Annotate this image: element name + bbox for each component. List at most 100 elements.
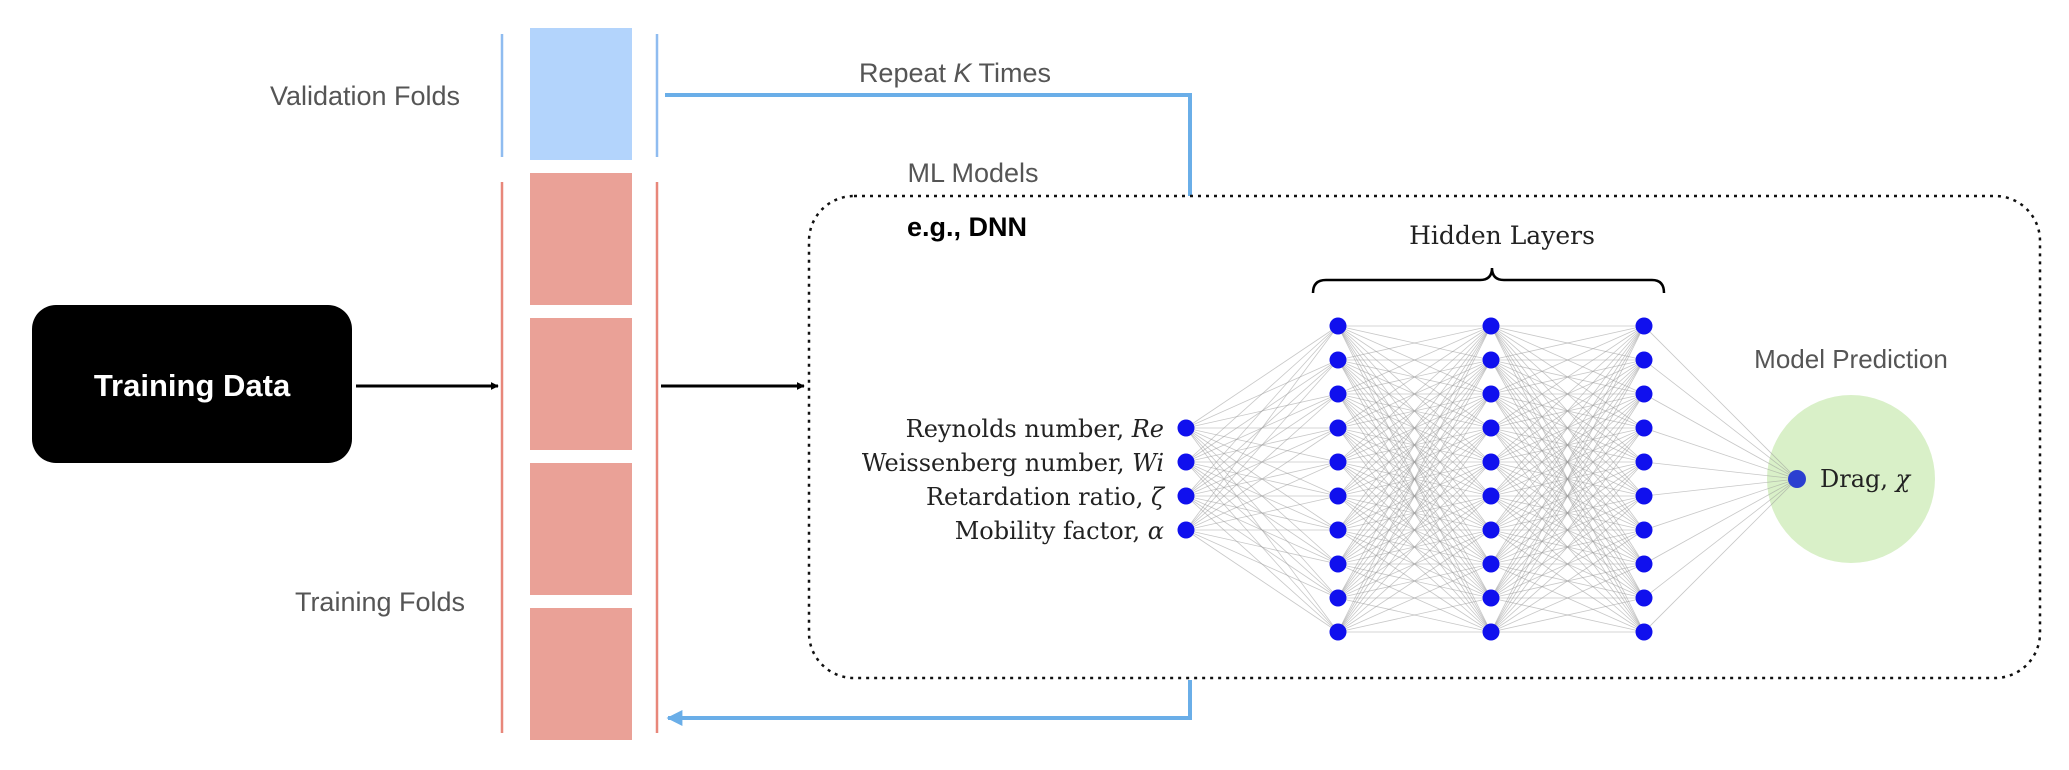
hidden-neuron <box>1329 385 1347 403</box>
network-edge <box>1490 325 1645 633</box>
network-edge <box>1185 529 1339 599</box>
network-edge <box>1337 325 1492 531</box>
output-neuron <box>1788 470 1806 488</box>
network-edge <box>1643 478 1798 565</box>
network-connections <box>1185 325 1798 633</box>
hidden-neuron <box>1635 351 1653 369</box>
hidden-neuron <box>1329 555 1347 573</box>
repeat-k: K <box>954 58 973 88</box>
network-edge <box>1490 529 1645 633</box>
network-neurons <box>1177 317 1806 641</box>
hidden-neuron <box>1329 487 1347 505</box>
repeat-loop-top <box>665 93 1192 196</box>
network-edge <box>1337 359 1492 633</box>
network-edge <box>1337 325 1492 633</box>
network-edge <box>1337 325 1492 565</box>
network-edge <box>1185 325 1339 429</box>
prediction-circle <box>1767 395 1935 563</box>
hidden-neuron <box>1635 385 1653 403</box>
hidden-neuron <box>1329 419 1347 437</box>
hidden-neuron <box>1635 453 1653 471</box>
training-folds-label: Training Folds <box>295 587 465 617</box>
network-edge <box>1185 461 1339 531</box>
training-fold <box>530 608 632 740</box>
network-edge <box>1185 359 1339 531</box>
network-edge <box>1643 427 1798 480</box>
network-edge <box>1643 478 1798 497</box>
hidden-neuron <box>1482 555 1500 573</box>
hidden-neuron <box>1635 317 1653 335</box>
input-feature-label: Weissenberg number, Wi <box>862 449 1164 477</box>
network-edge <box>1490 359 1645 633</box>
hidden-neuron <box>1482 351 1500 369</box>
network-edge <box>1337 325 1492 599</box>
input-neuron <box>1177 521 1195 539</box>
hidden-neuron <box>1329 589 1347 607</box>
training-fold <box>530 463 632 595</box>
network-edge <box>1490 393 1645 633</box>
hidden-layers-label: Hidden Layers <box>1409 221 1595 250</box>
hidden-neuron <box>1329 623 1347 641</box>
network-edge <box>1643 478 1798 633</box>
network-edge <box>1185 529 1339 565</box>
hidden-neuron <box>1482 317 1500 335</box>
training-data-box <box>32 305 352 463</box>
input-neuron <box>1177 453 1195 471</box>
network-edge <box>1337 529 1492 633</box>
network-edge <box>1490 325 1645 361</box>
network-edge <box>1337 461 1492 633</box>
hidden-layers-brace <box>1311 267 1666 294</box>
network-edge <box>1185 495 1339 531</box>
network-edge <box>1490 325 1645 429</box>
input-feature-symbol: Wi <box>1132 449 1164 477</box>
network-edge <box>1490 461 1645 633</box>
network-edge <box>1490 597 1645 633</box>
network-edge <box>1337 325 1492 429</box>
hidden-neuron <box>1635 521 1653 539</box>
repeat-k-times-label: Repeat K Times <box>859 58 1051 88</box>
repeat-loop-bottom-arrow <box>666 680 1192 726</box>
hidden-neuron <box>1329 453 1347 471</box>
hidden-neuron <box>1482 623 1500 641</box>
input-feature-label: Retardation ratio, ζ <box>926 483 1166 511</box>
network-edge <box>1337 393 1492 633</box>
repeat-suffix: Times <box>972 58 1052 88</box>
network-edge <box>1490 325 1645 463</box>
hidden-neuron <box>1482 589 1500 607</box>
network-edge <box>1185 393 1339 531</box>
hidden-neuron <box>1635 623 1653 641</box>
network-edge <box>1185 427 1339 531</box>
hidden-neuron <box>1482 521 1500 539</box>
network-edge <box>1337 563 1492 633</box>
network-edge <box>1337 495 1492 633</box>
network-edge <box>1337 325 1492 395</box>
repeat-prefix: Repeat <box>859 58 954 88</box>
network-edge <box>1643 461 1798 480</box>
ml-models-label: ML Models <box>907 158 1038 188</box>
network-edge <box>1185 325 1339 531</box>
hidden-neuron <box>1635 589 1653 607</box>
network-edge <box>1337 325 1492 497</box>
input-feature-name: Weissenberg number, <box>862 449 1132 477</box>
network-edge <box>1643 393 1798 480</box>
input-feature-name: Reynolds number, <box>906 415 1132 443</box>
network-edge <box>1490 427 1645 633</box>
network-edge <box>1337 597 1492 633</box>
network-edge <box>1185 325 1339 463</box>
network-edge <box>1490 325 1645 599</box>
network-edge <box>1490 325 1645 395</box>
hidden-neuron <box>1635 487 1653 505</box>
input-feature-label: Mobility factor, α <box>955 517 1164 545</box>
network-edge <box>1490 325 1645 497</box>
network-edge <box>1643 478 1798 531</box>
network-edge <box>1337 325 1492 463</box>
validation-fold <box>530 28 632 160</box>
ml-models-container <box>807 194 2042 680</box>
network-edge <box>1337 427 1492 633</box>
model-prediction-label: Model Prediction <box>1754 344 1948 374</box>
hidden-neuron <box>1482 487 1500 505</box>
example-model-label: e.g., DNN <box>907 212 1027 242</box>
input-neuron <box>1177 487 1195 505</box>
